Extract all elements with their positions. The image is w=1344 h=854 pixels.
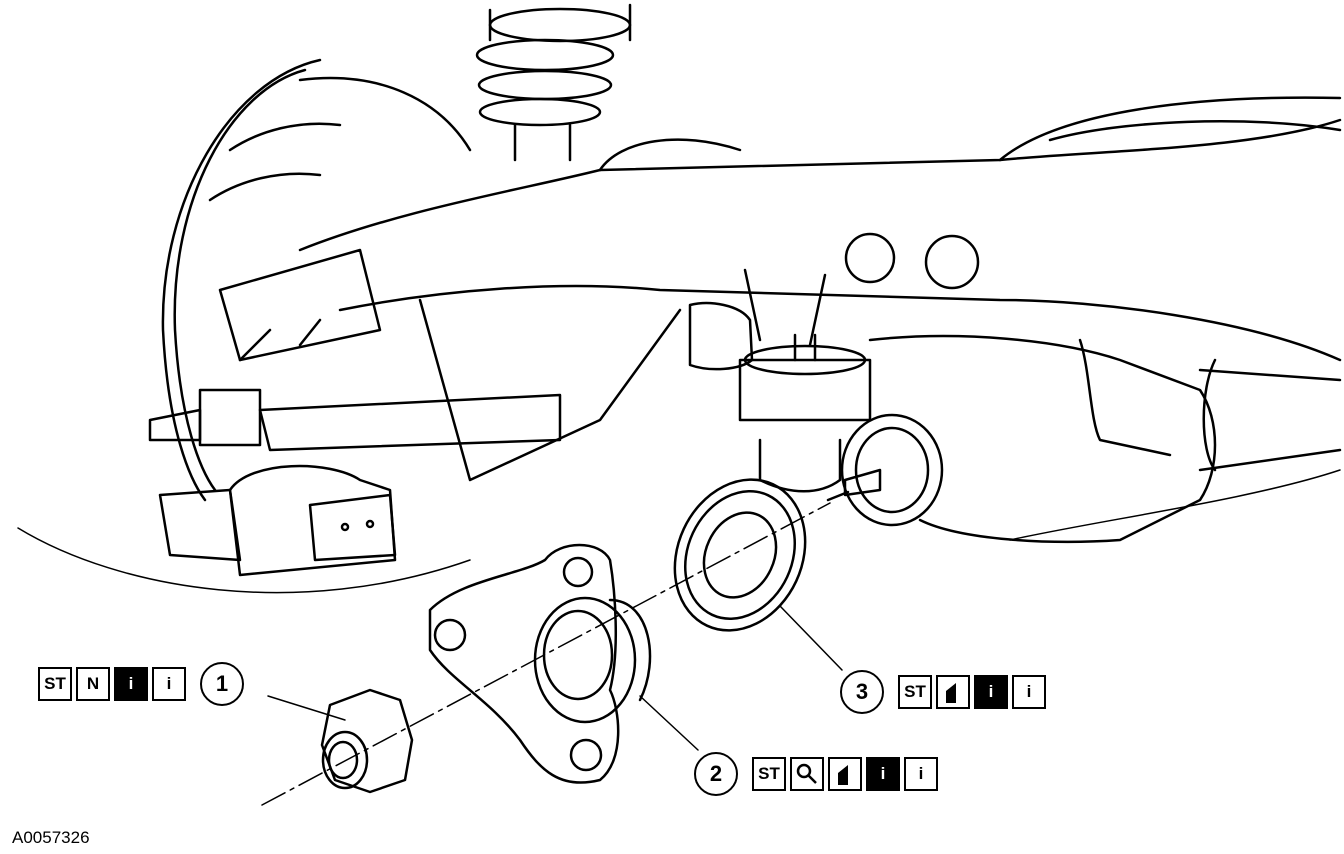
callout-3: 3 ST i i [840,670,1046,714]
lubricate-icon [936,675,970,709]
callout-2: 2 ST i i [694,752,938,796]
halfshaft [688,268,944,527]
subframe [298,96,1342,362]
info-icon: i [904,757,938,791]
figure-id: A0057326 [12,828,90,847]
special-tool-icon: ST [898,675,932,709]
info-icon: i [866,757,900,791]
callout-number: 2 [694,752,738,796]
special-tool-icon: ST [752,757,786,791]
coil-spring [475,3,632,162]
body-outline-right [1009,469,1341,541]
special-tool-icon: ST [38,667,72,701]
inspect-icon [790,757,824,791]
info-icon: i [152,667,186,701]
body-outline [17,527,471,594]
info-icon: i [1012,675,1046,709]
callout-number: 1 [200,662,244,706]
callout-1: ST N i i 1 [34,662,244,706]
callout-number: 3 [840,670,884,714]
hub-seal [673,478,807,632]
wheel-hub [428,543,652,784]
differential [868,334,1342,544]
control-arm [148,248,682,577]
info-icon: i [114,667,148,701]
info-icon: i [974,675,1008,709]
hub-nut [320,688,414,794]
lubricate-icon [828,757,862,791]
new-part-icon: N [76,667,110,701]
brake-shield [161,58,472,502]
